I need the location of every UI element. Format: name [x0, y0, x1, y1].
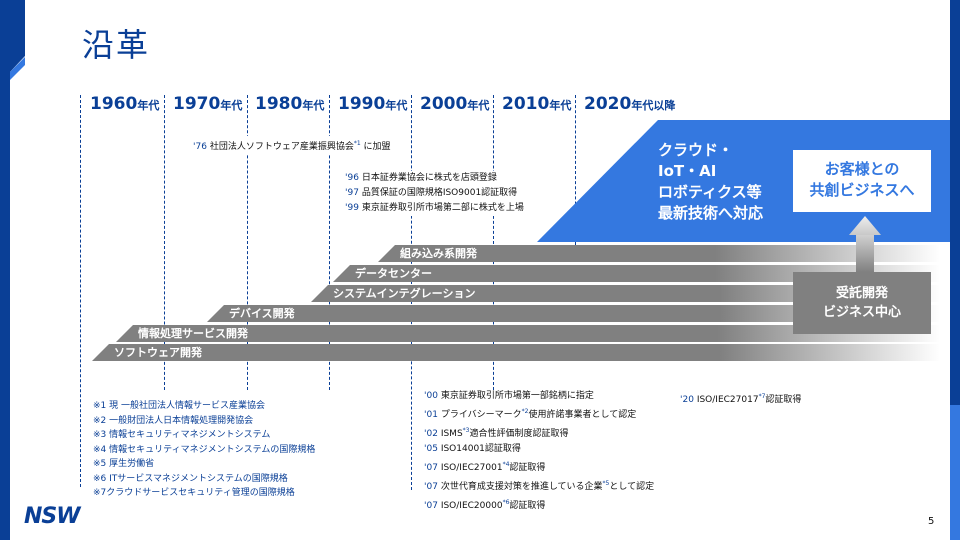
history-event: '96 日本証券業協会に株式を店頭登録: [345, 171, 497, 186]
business-bar: データセンター: [333, 265, 940, 282]
footnote: ※3 情報セキュリティマネジメントシステム: [93, 430, 271, 440]
history-event: '05 ISO14001認証取得: [424, 444, 521, 454]
history-event: '20 ISO/IEC27017*7認証取得: [680, 393, 802, 405]
decade-label: 1960年代: [90, 94, 160, 114]
business-bar: システムインテグレーション: [311, 285, 940, 302]
timeline-divider: [80, 95, 81, 487]
history-event: '02 ISMS*3適合性評価制度認証取得: [424, 427, 569, 439]
history-event: '97 品質保証の国際規格ISO9001認証取得: [345, 186, 518, 201]
footnote: ※5 厚生労働省: [93, 459, 155, 469]
business-bar: ソフトウェア開発: [92, 344, 940, 361]
arrow-stem: [856, 235, 874, 272]
co-creation-box: お客様との共創ビジネスへ: [793, 150, 931, 212]
right-accent-bar-light: [950, 405, 960, 540]
timeline-divider: [329, 95, 330, 390]
timeline-divider: [247, 95, 248, 390]
history-event: '99 東京証券取引所市場第二部に株式を上場: [345, 201, 524, 216]
page-title: 沿革: [82, 26, 151, 64]
decade-label: 2010年代: [502, 94, 572, 114]
business-bar: 情報処理サービス開発: [116, 325, 940, 342]
history-event: '07 ISO/IEC27001*4認証取得: [424, 461, 546, 473]
decade-label: 2000年代: [420, 94, 490, 114]
business-bar: デバイス開発: [207, 305, 940, 322]
timeline-divider: [493, 95, 494, 390]
decade-label: 1990年代: [338, 94, 408, 114]
footnote: ※6 ITサービスマネジメントシステムの国際規格: [93, 473, 288, 484]
footnote: ※7クラウドサービスセキュリティ管理の国際規格: [93, 488, 295, 498]
footnote: ※4 情報セキュリティマネジメントシステムの国際規格: [93, 444, 316, 455]
page-number: 5: [928, 516, 935, 527]
left-accent-bar: [0, 0, 10, 540]
history-event: '07 次世代育成支援対策を推進している企業*5として認定: [424, 480, 655, 492]
decade-label: 1980年代: [255, 94, 325, 114]
company-logo: NSW: [24, 504, 81, 529]
timeline-divider: [164, 95, 165, 390]
event-list-2000s: '00 東京証券取引所市場第一部銘柄に指定 '01 プライバシーマーク*2使用許…: [424, 389, 654, 514]
left-accent-bar-top: [10, 0, 25, 72]
history-event: '00 東京証券取引所市場第一部銘柄に指定: [424, 391, 594, 401]
decade-label: 1970年代: [173, 94, 243, 114]
history-event: '01 プライバシーマーク*2使用許諾事業者として認定: [424, 408, 637, 420]
footnotes: ※1 現 一般社団法人情報サービス産業協会 ※2 一般財団法人日本情報処理開発協…: [93, 399, 315, 501]
right-accent-bar: [950, 0, 960, 405]
history-event: '07 ISO/IEC20000*6認証取得: [424, 499, 546, 511]
history-event: '76 社団法人ソフトウェア産業振興協会*1 に加盟: [193, 136, 391, 155]
footnote: ※1 現 一般社団法人情報サービス産業協会: [93, 401, 265, 411]
footnote: ※2 一般財団法人日本情報処理開発協会: [93, 415, 254, 426]
decade-label: 2020年代以降: [584, 94, 676, 114]
timeline-divider: [575, 95, 576, 245]
business-bar: 組み込み系開発: [378, 245, 940, 262]
contract-dev-box: 受託開発ビジネス中心: [793, 272, 931, 334]
